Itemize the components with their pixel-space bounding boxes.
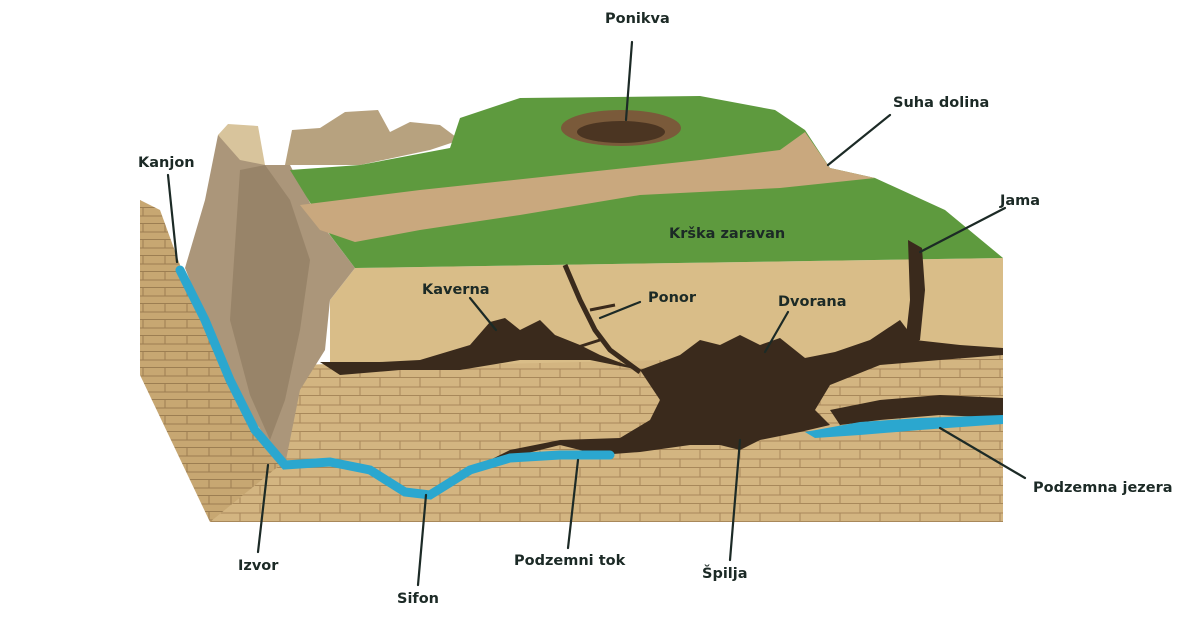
back-ridges [285,110,460,165]
main-hall [480,320,1003,465]
canyon-river [175,265,615,500]
label-podzemna-jezera: Podzemna jezera [1033,480,1173,496]
label-jama: Jama [999,193,1040,209]
rock-left-side [140,200,280,522]
dry-valley [300,132,875,242]
underground-lake [805,415,1003,438]
label-ponor: Ponor [648,290,697,306]
pit-shaft [905,240,925,345]
canyon-cliff-shade [230,165,310,440]
label-sifon: Sifon [397,591,439,607]
label-spilja: Špilja [702,564,748,582]
label-ponikva: Ponikva [605,11,670,27]
label-dvorana: Dvorana [778,294,847,310]
upper-cave [320,318,640,375]
label-izvor: Izvor [238,558,279,574]
sinkhole-crack [562,264,642,375]
label-kanjon: Kanjon [138,155,195,171]
label-kaverna: Kaverna [422,282,490,298]
label-krska-zaravan: Krška zaravan [669,226,785,242]
label-suha-dolina: Suha dolina [893,95,989,111]
label-podzemni-tok: Podzemni tok [514,553,626,569]
leader-lines [166,40,1027,587]
